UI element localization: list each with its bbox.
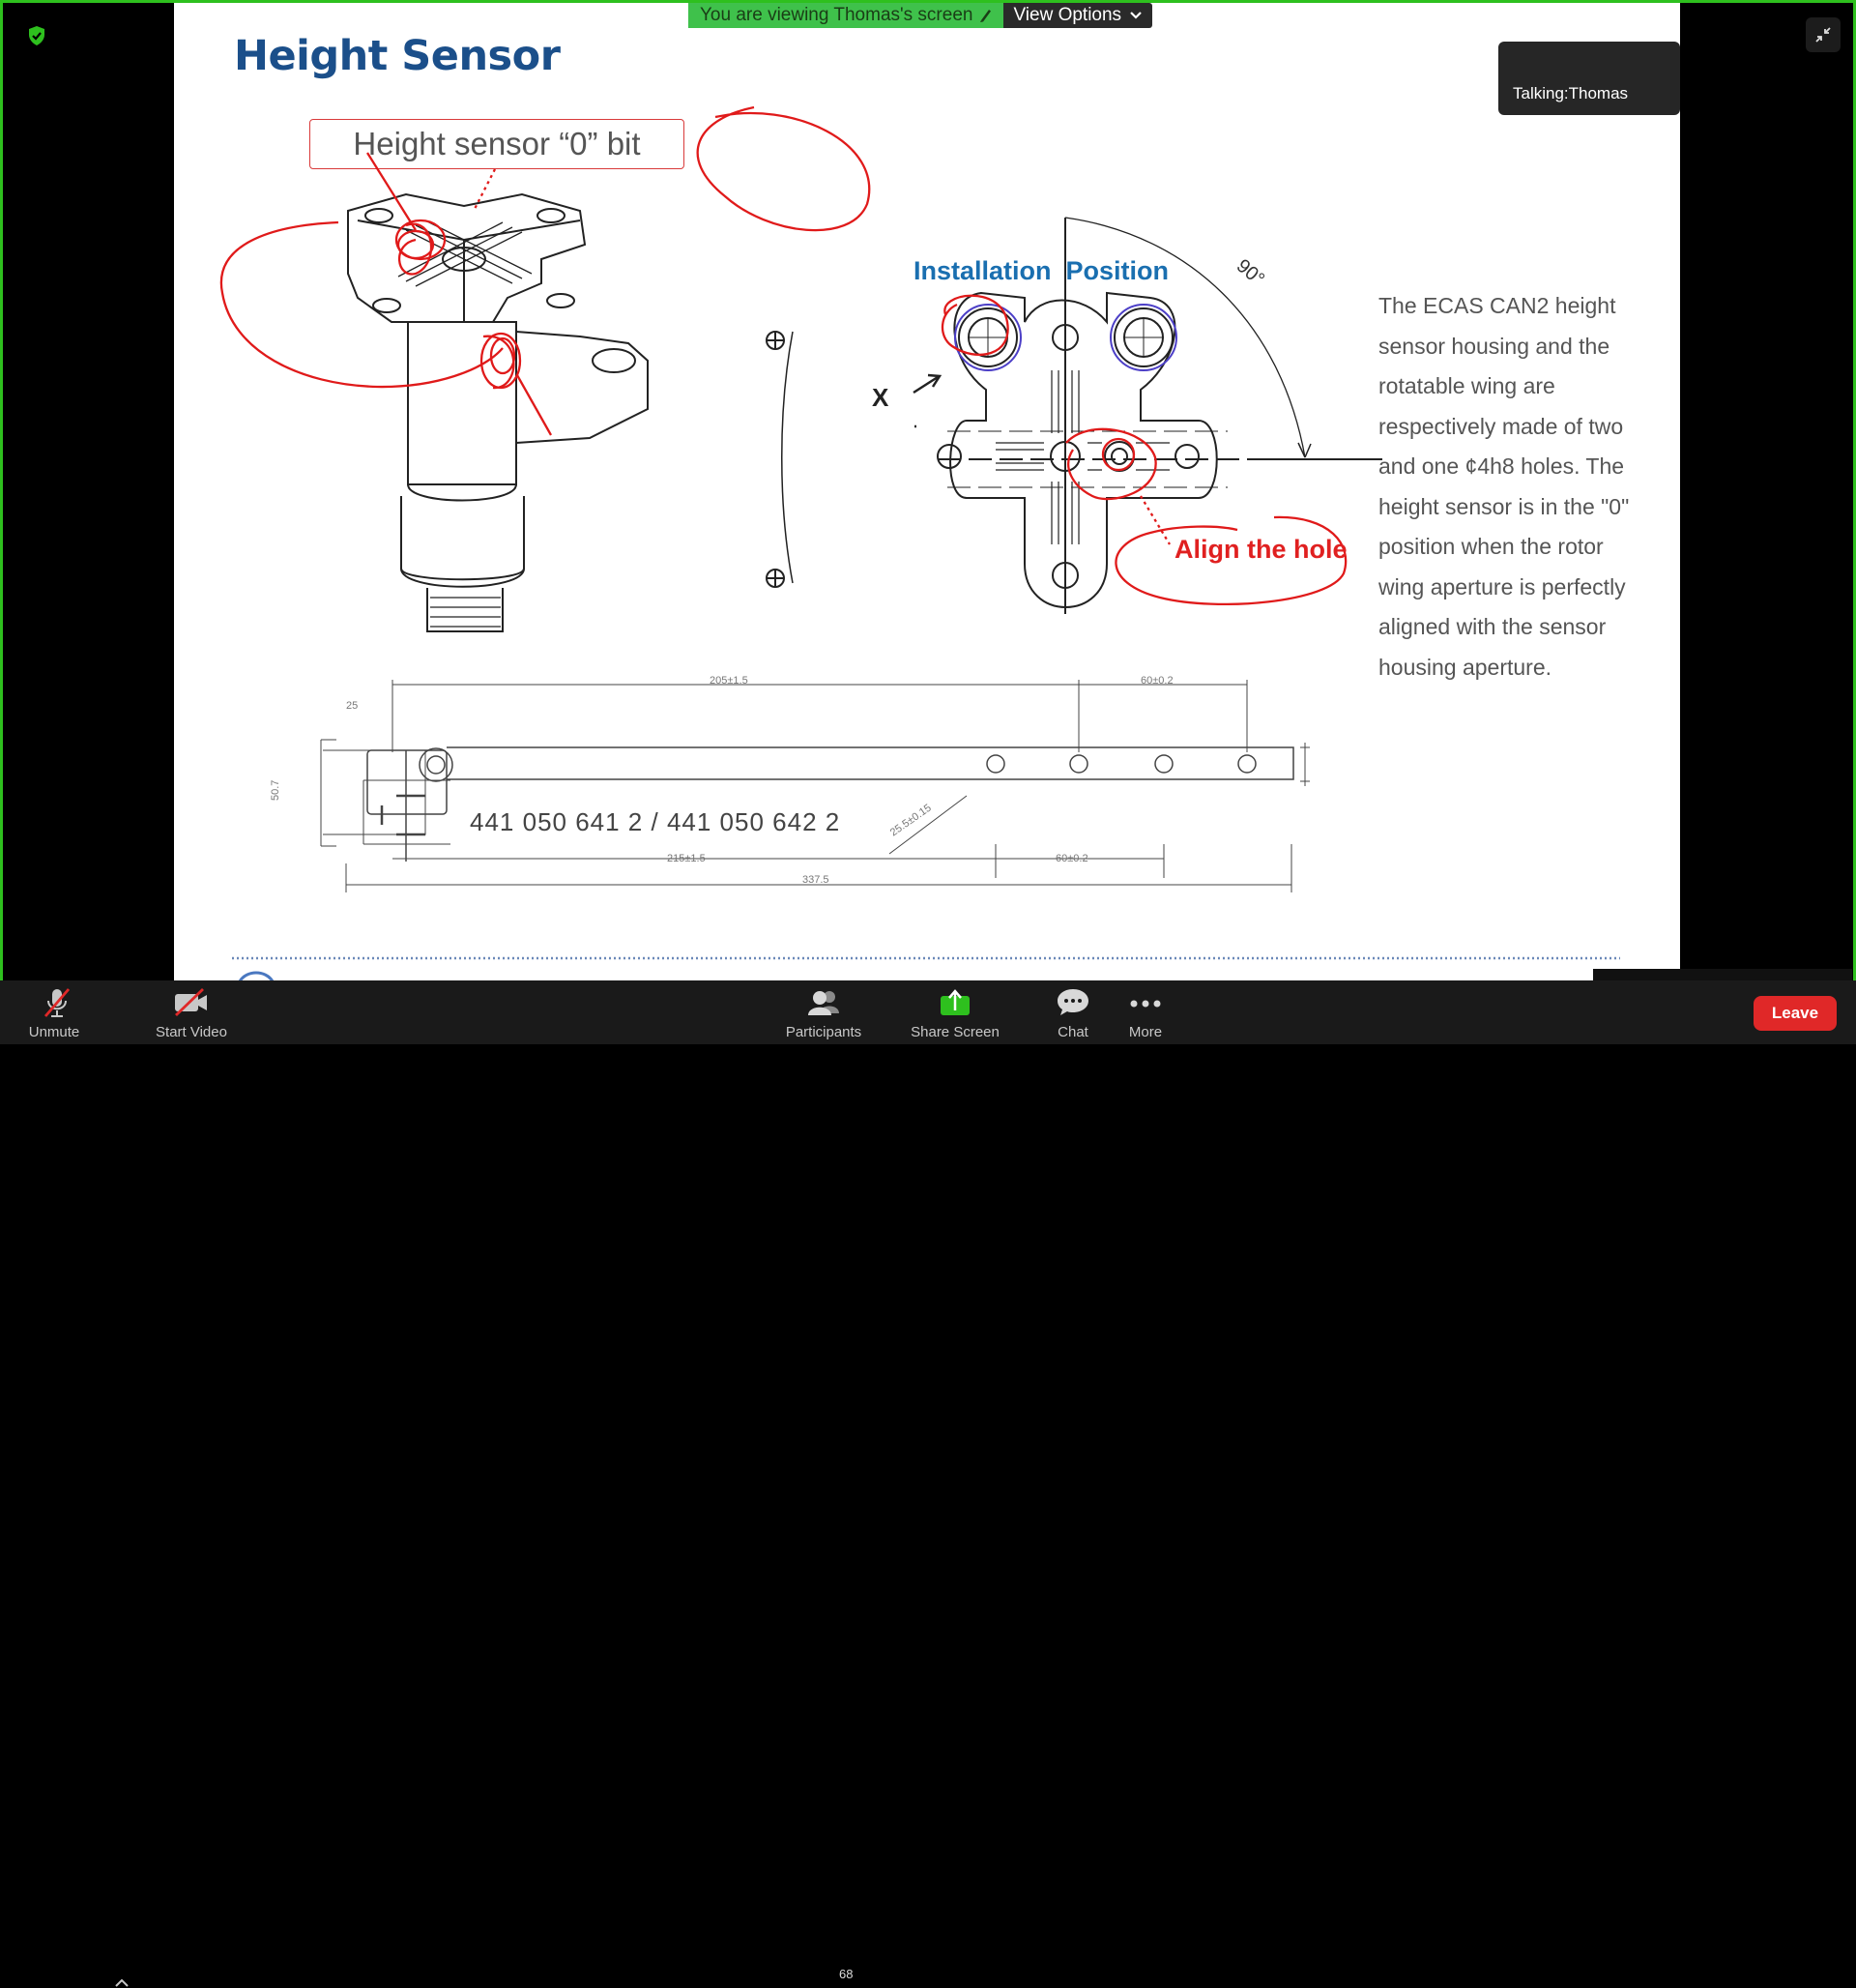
slide-footer-divider bbox=[232, 956, 1620, 980]
sensor-description: The ECAS CAN2 height sensor housing and … bbox=[1378, 286, 1659, 687]
more-label: More bbox=[1128, 1024, 1163, 1040]
start-video-label: Start Video bbox=[156, 1024, 227, 1040]
dim-small-top: 25 bbox=[346, 700, 358, 712]
technical-drawing: 205±1.5 60±0.2 215±1.5 60±0.2 337.5 25 5… bbox=[219, 105, 1382, 892]
share-screen-button[interactable]: Share Screen bbox=[905, 980, 1005, 1044]
chat-button[interactable]: Chat bbox=[1044, 980, 1102, 1044]
participants-count: 68 bbox=[839, 1967, 854, 1981]
exit-fullscreen-icon[interactable] bbox=[1806, 17, 1841, 52]
shared-slide: Height Sensor Height sensor “0” bit bbox=[174, 3, 1680, 980]
thumbnail-strip bbox=[1593, 969, 1852, 980]
dim-bottom-left: 215±1.5 bbox=[667, 853, 706, 864]
dim-total: 337.5 bbox=[802, 874, 829, 886]
unmute-button[interactable]: Unmute bbox=[21, 980, 87, 1044]
installation-position-label: Installation Position bbox=[914, 256, 1170, 285]
sensor-illustration bbox=[347, 192, 649, 632]
participants-icon bbox=[808, 991, 839, 1015]
chevron-down-icon bbox=[1130, 12, 1142, 19]
description-line: position when the rotor bbox=[1378, 534, 1604, 559]
dim-left-height: 50.7 bbox=[270, 780, 281, 801]
description-line: rotatable wing are bbox=[1378, 373, 1555, 398]
more-dots-icon bbox=[1130, 1000, 1161, 1008]
viewing-text: You are viewing Thomas's screen bbox=[700, 5, 973, 25]
more-button[interactable]: More bbox=[1121, 980, 1170, 1044]
description-line: housing aperture. bbox=[1378, 654, 1552, 680]
share-screen-icon bbox=[941, 989, 970, 1015]
unmute-label: Unmute bbox=[28, 1024, 80, 1040]
leave-button[interactable]: Leave bbox=[1754, 996, 1837, 1031]
screen-share-frame bbox=[0, 0, 1856, 980]
start-video-button[interactable]: Start Video bbox=[147, 980, 236, 1044]
description-line: height sensor is in the "0" bbox=[1378, 493, 1630, 519]
part-number: 441 050 641 2 / 441 050 642 2 bbox=[470, 807, 841, 836]
view-options-label: View Options bbox=[1013, 5, 1122, 25]
sensor-zero-bit-label: Height sensor “0” bit bbox=[309, 119, 684, 169]
description-line: and one ¢4h8 holes. The bbox=[1378, 453, 1625, 479]
dim-bottom-right: 60±0.2 bbox=[1056, 853, 1088, 864]
description-line: aligned with the sensor bbox=[1378, 614, 1607, 639]
description-line: sensor housing and the bbox=[1378, 333, 1610, 359]
dimension-drawing bbox=[320, 680, 1310, 892]
viewing-indicator: You are viewing Thomas's screen bbox=[688, 3, 1004, 28]
dim-top-right: 60±0.2 bbox=[1141, 675, 1174, 687]
angle-label: 90° bbox=[1232, 255, 1268, 290]
share-banner: You are viewing Thomas's screen View Opt… bbox=[688, 3, 1153, 28]
share-screen-label: Share Screen bbox=[911, 1024, 1000, 1040]
dim-top-left: 205±1.5 bbox=[710, 675, 748, 687]
x-axis-label: X bbox=[872, 383, 889, 412]
view-options-button[interactable]: View Options bbox=[1003, 3, 1153, 28]
participants-button[interactable]: Participants bbox=[779, 980, 868, 1044]
description-line: wing aperture is perfectly bbox=[1378, 573, 1626, 599]
red-annotations bbox=[219, 105, 1348, 606]
slide-title: Height Sensor bbox=[234, 32, 561, 80]
chat-label: Chat bbox=[1058, 1024, 1088, 1040]
meeting-toolbar: Unmute Start Video Participants 68 Share… bbox=[0, 980, 1856, 1987]
description-line: The ECAS CAN2 height bbox=[1378, 293, 1616, 318]
chat-icon bbox=[1058, 989, 1088, 1015]
chevron-up-icon[interactable] bbox=[114, 1978, 130, 1988]
pencil-icon bbox=[980, 10, 992, 22]
align-hole-label: Align the hole bbox=[1174, 535, 1348, 564]
talking-indicator: Talking:Thomas bbox=[1498, 42, 1680, 115]
installation-drawing bbox=[766, 217, 1382, 614]
description-line: respectively made of two bbox=[1378, 413, 1624, 439]
dim-angled: 25.5±0.15 bbox=[888, 803, 934, 839]
video-off-icon bbox=[175, 987, 207, 1017]
participants-label: Participants bbox=[785, 1024, 862, 1040]
muted-microphone-icon bbox=[44, 988, 71, 1017]
shield-icon[interactable] bbox=[27, 25, 46, 51]
